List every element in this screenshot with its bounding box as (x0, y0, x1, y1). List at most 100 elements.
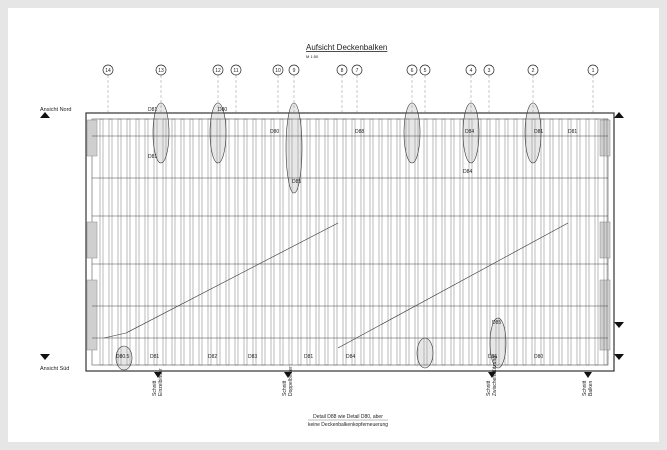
beam (594, 118, 599, 366)
right-mid-arrow-icon (614, 322, 624, 328)
svg-text:D81: D81 (148, 107, 157, 113)
right-south-arrow-icon (614, 354, 624, 360)
beam (342, 118, 347, 366)
detail-callout (115, 345, 133, 371)
axis-label: 4 (470, 68, 473, 74)
beam (495, 118, 500, 366)
svg-text:SchnittDoppelbinder: SchnittDoppelbinder (282, 366, 294, 396)
beam (243, 118, 248, 366)
view-label-south: Ansicht Süd (40, 366, 69, 372)
svg-text:D80: D80 (534, 354, 543, 360)
left-wall-hatching (86, 119, 98, 351)
beam (396, 118, 401, 366)
beam (459, 118, 464, 366)
floor-plan-drawing: Aufsicht Deckenbalken M 1:50 Ansicht Nor… (40, 43, 624, 428)
beam (603, 118, 608, 366)
beam (504, 118, 509, 366)
beam (576, 118, 581, 366)
axis-label: 2 (532, 68, 535, 74)
beam (153, 118, 158, 366)
svg-text:D83: D83 (248, 354, 257, 360)
beam (324, 118, 329, 366)
axis-label: 10 (275, 68, 281, 74)
axis-label: 12 (215, 68, 221, 74)
svg-text:D84: D84 (346, 354, 355, 360)
beam (171, 118, 176, 366)
svg-text:D85: D85 (492, 320, 501, 326)
right-wall-hatching (599, 119, 611, 351)
svg-text:D81: D81 (150, 354, 159, 360)
beam (369, 118, 374, 366)
detail-labels-top: D81 D80 D80 D88 D84 D81 D81 (148, 107, 577, 135)
horizontal-purlins (92, 135, 608, 339)
beam (270, 118, 275, 366)
axis-label: 7 (356, 68, 359, 74)
detail-labels-bottom: D80.5 D81 D82 D83 D81 D84 D85 D80 (116, 354, 543, 360)
beam (189, 118, 194, 366)
svg-text:D82: D82 (208, 354, 217, 360)
detail-callout (489, 317, 507, 369)
svg-text:D84: D84 (463, 169, 472, 175)
right-north-arrow-icon (614, 112, 624, 118)
footnote-line-1: Detail D88 wie Detail D80, aber (313, 414, 383, 420)
beam (333, 118, 338, 366)
svg-text:SchnittEinzelbinder: SchnittEinzelbinder (152, 368, 164, 396)
beam (540, 118, 545, 366)
beam (225, 118, 230, 366)
svg-text:D81: D81 (148, 154, 157, 160)
beam (144, 118, 149, 366)
svg-text:D84: D84 (465, 129, 474, 135)
beam (468, 118, 473, 366)
beam (99, 118, 104, 366)
axis-label: 1 (592, 68, 595, 74)
axis-label: 3 (488, 68, 491, 74)
beam (288, 118, 293, 366)
drawing-title: Aufsicht Deckenbalken (306, 43, 387, 52)
beam (378, 118, 383, 366)
beam (126, 118, 131, 366)
axis-label: 11 (233, 68, 238, 74)
beam (180, 118, 185, 366)
svg-text:SchnittZwischenstützung: SchnittZwischenstützung (486, 356, 498, 396)
axis-label: 5 (424, 68, 427, 74)
beam (315, 118, 320, 366)
detail-callout (416, 337, 434, 369)
beam (441, 118, 446, 366)
south-arrow-icon (40, 354, 50, 360)
beam (216, 118, 221, 366)
beam (558, 118, 563, 366)
beam (486, 118, 491, 366)
beam (117, 118, 122, 366)
axis-label: 13 (158, 68, 164, 74)
beam (432, 118, 437, 366)
beam (198, 118, 203, 366)
ceiling-beams (99, 102, 608, 371)
beam (513, 118, 518, 366)
svg-text:D81: D81 (534, 129, 543, 135)
beam (351, 118, 356, 366)
beam (234, 118, 239, 366)
beam (423, 118, 428, 366)
svg-text:D85: D85 (488, 354, 497, 360)
beam (549, 118, 554, 366)
beam (252, 118, 257, 366)
beam (414, 118, 419, 366)
north-arrow-icon (40, 112, 50, 118)
beam (279, 118, 284, 366)
svg-text:SchnittBalken: SchnittBalken (582, 380, 594, 396)
beam (477, 118, 482, 366)
beam (306, 118, 311, 366)
svg-text:D80.5: D80.5 (116, 354, 130, 360)
view-label-north: Ansicht Nord (40, 107, 72, 113)
building-outline (85, 112, 615, 372)
section-markers: SchnittEinzelbinder SchnittDoppelbinder … (152, 356, 594, 396)
footnote-line-2: keine Deckenbalkenkopferneuerung (308, 422, 388, 428)
axis-label: 8 (341, 68, 344, 74)
drawing-sheet: Aufsicht Deckenbalken M 1:50 Ansicht Nor… (8, 8, 659, 442)
axis-label: 9 (293, 68, 296, 74)
beam (360, 118, 365, 366)
axis-label: 14 (105, 68, 111, 74)
beam (531, 118, 536, 366)
diagonal-bracing (103, 222, 569, 349)
